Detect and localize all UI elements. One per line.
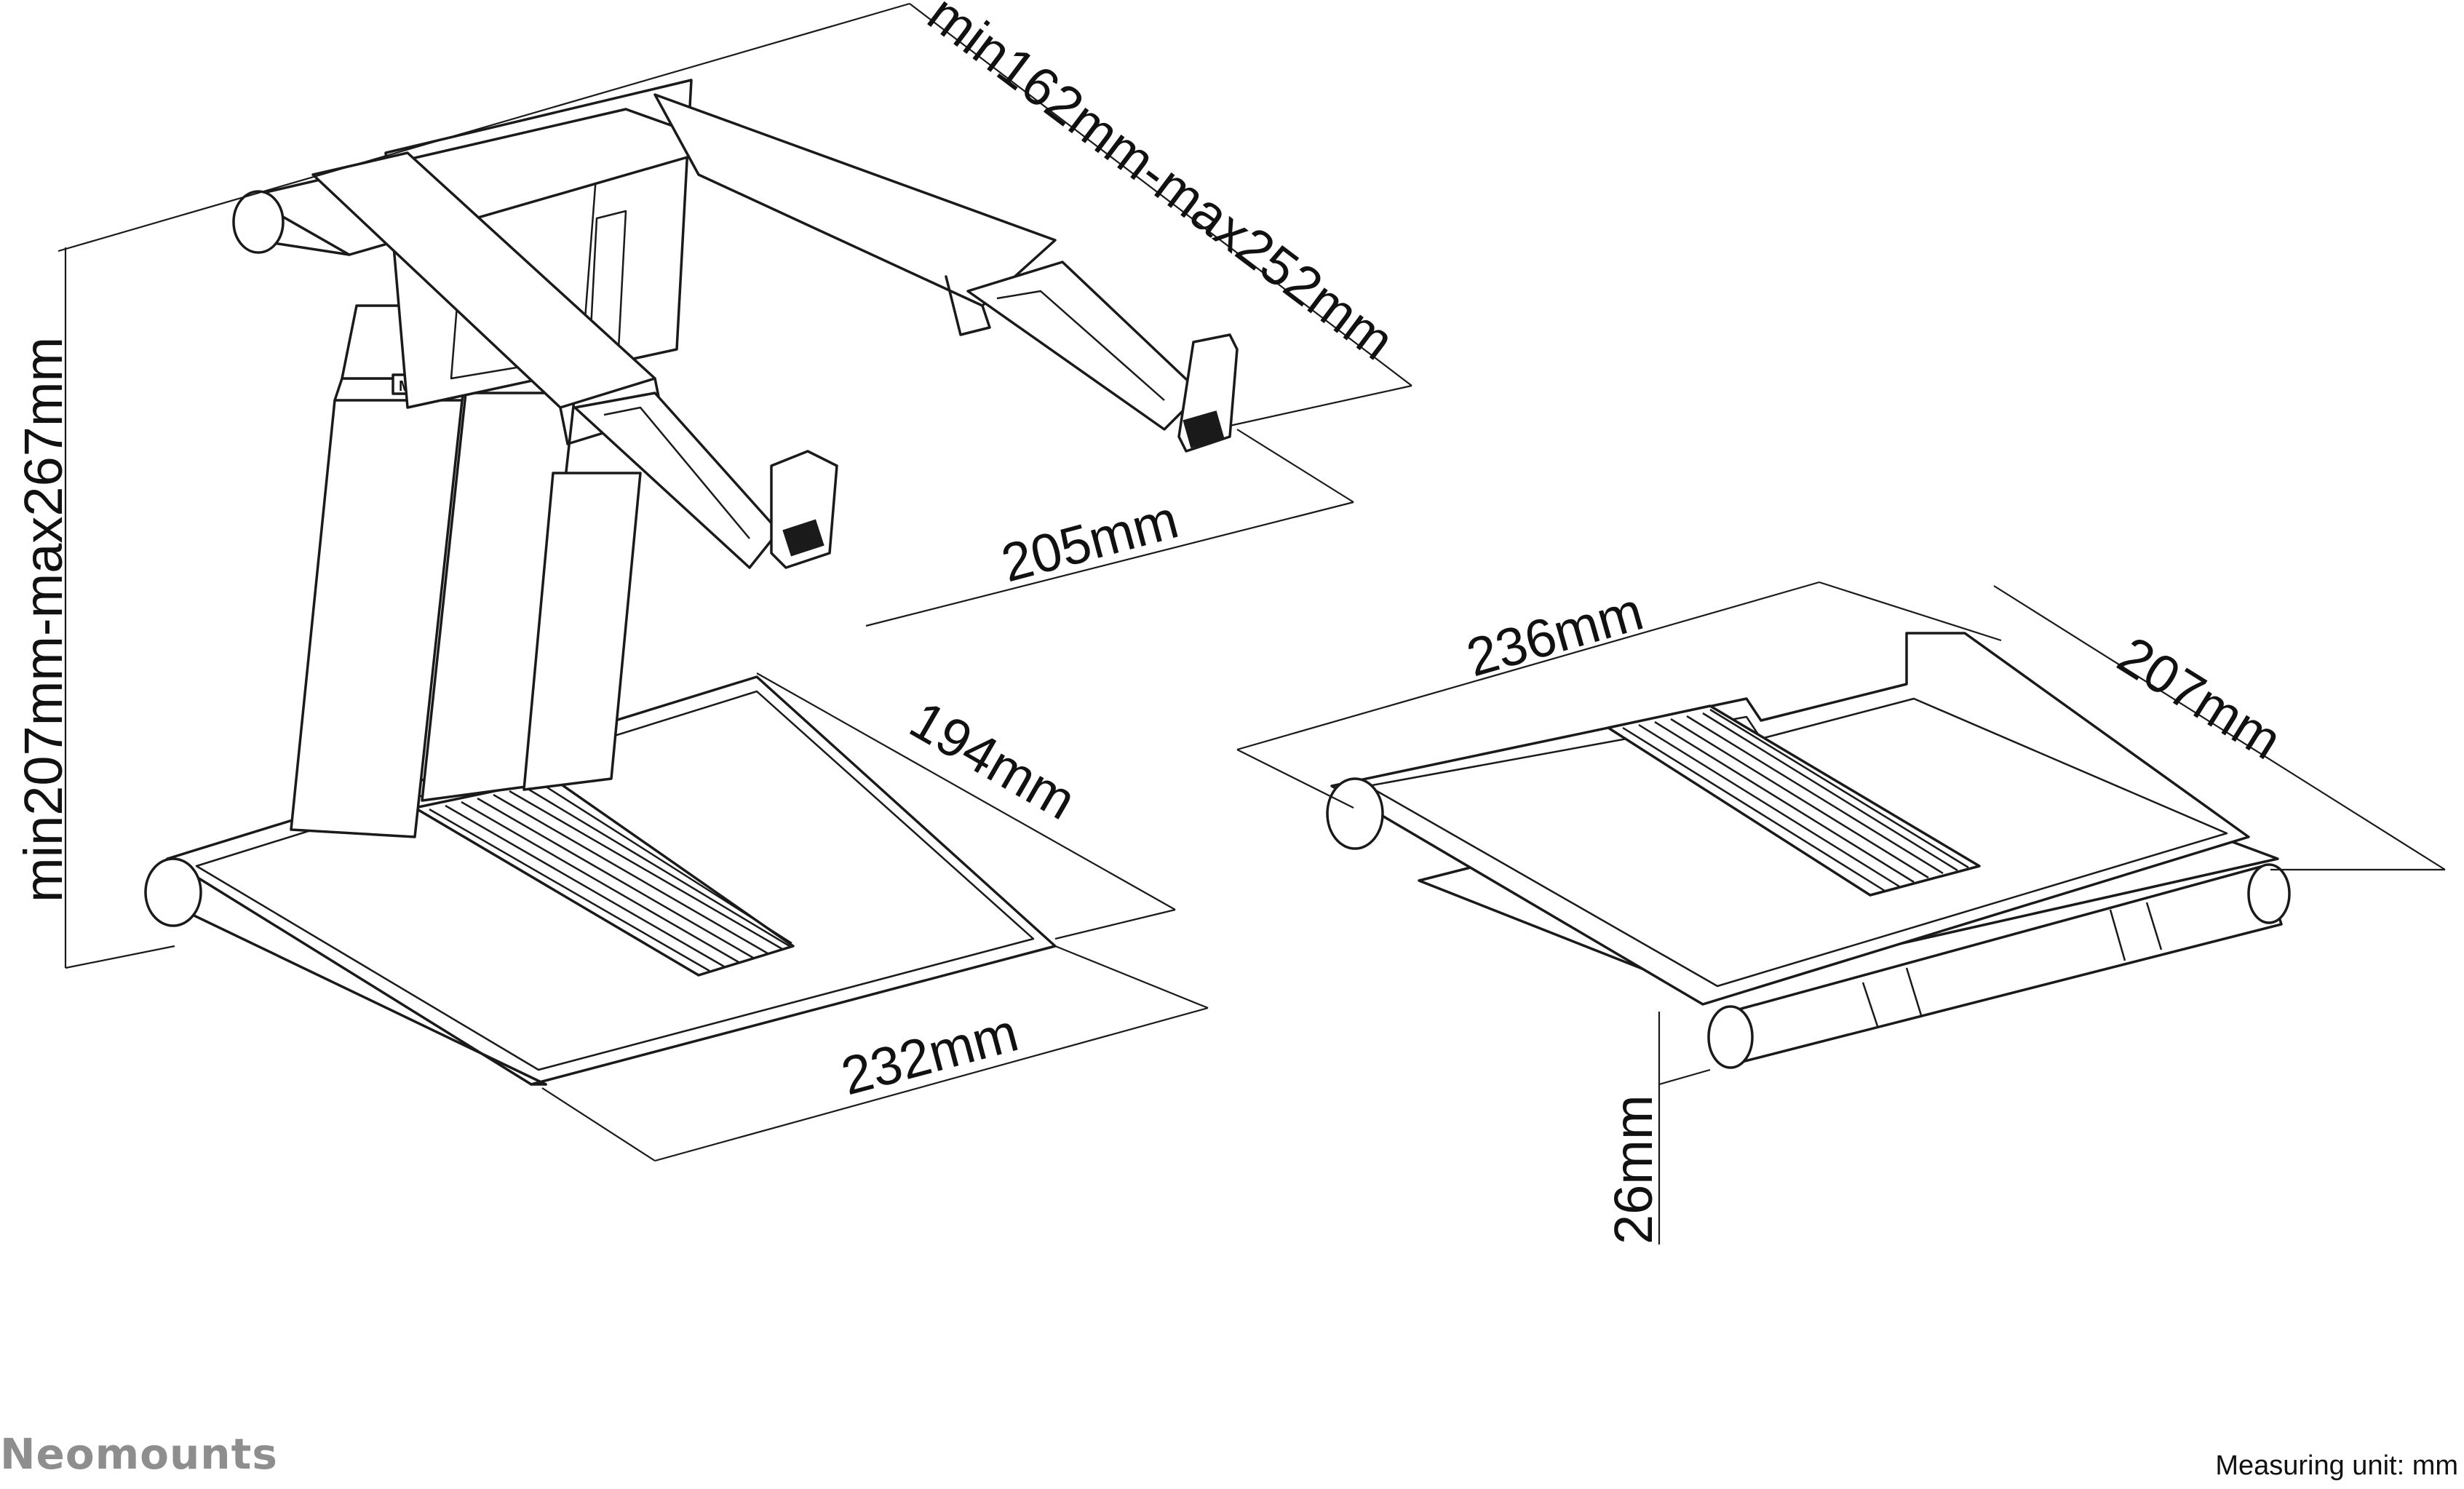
dim-arm-depth: 205mm	[995, 488, 1185, 593]
dim-folded-width: 236mm	[1460, 581, 1650, 688]
dimension-lines-open	[57, 2, 1412, 1162]
dim-height: min207mm-max267mm	[13, 337, 73, 902]
dim-folded-height: 26mm	[1603, 1095, 1664, 1244]
left-arm	[311, 151, 838, 569]
folded-stand: 236mm 207mm 26mm	[1236, 581, 2446, 1244]
dim-base-width: 232mm	[835, 1001, 1025, 1106]
folded-grip-ribs	[1622, 708, 1969, 892]
dim-folded-depth: 207mm	[2108, 624, 2292, 771]
dimension-lines-folded	[1236, 581, 2446, 1244]
dim-arm-span: min162mm-max252mm	[917, 0, 1405, 372]
brand-logo: Neomounts	[0, 1429, 278, 1479]
measuring-unit-note: Measuring unit: mm	[2215, 1450, 2458, 1481]
base-plate	[144, 675, 1057, 1086]
right-arm	[653, 93, 1239, 453]
open-stand: MAX	[13, 0, 1412, 1162]
dim-base-depth: 194mm	[900, 689, 1086, 831]
grip-ribs	[429, 782, 792, 972]
